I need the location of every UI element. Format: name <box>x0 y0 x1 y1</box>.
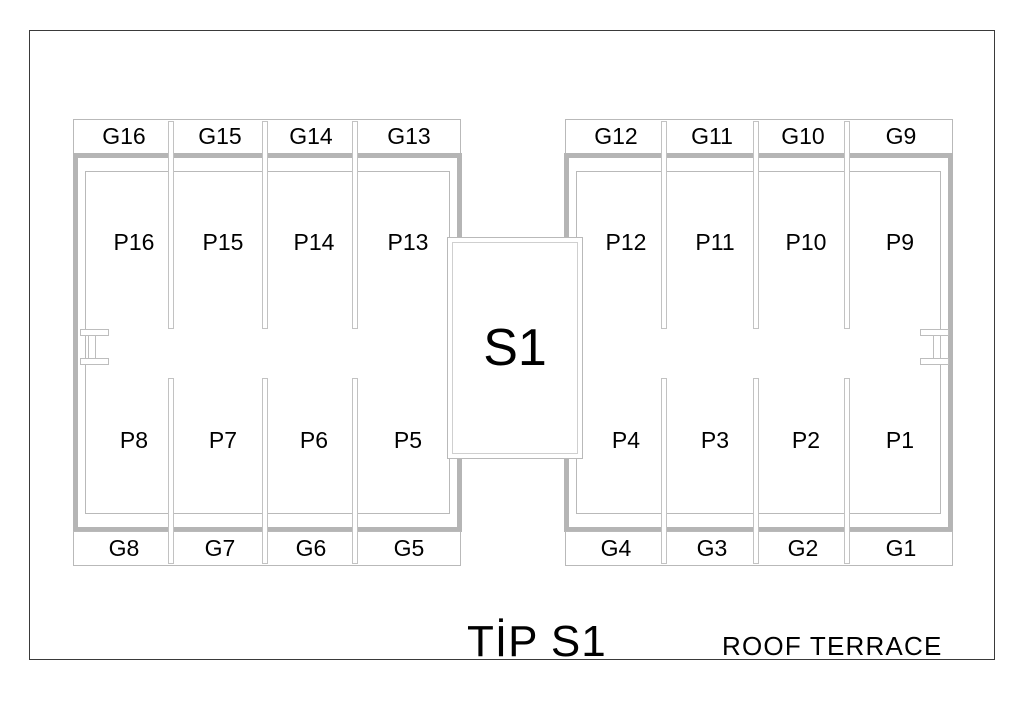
parking-label-p15: P15 <box>202 228 244 255</box>
parking-label-p3: P3 <box>700 426 730 453</box>
garage-label-g11: G11 <box>691 123 733 149</box>
right-divider-u1 <box>661 121 667 329</box>
left-divider-u2 <box>262 121 268 329</box>
garage-label-g5: G5 <box>393 535 425 561</box>
parking-label-p14: P14 <box>293 228 335 255</box>
parking-label-p6: P6 <box>299 426 329 453</box>
garage-label-g1: G1 <box>885 535 917 561</box>
left-wing: G16 G15 G14 G13 P16 P15 P14 P13 P8 P7 P6… <box>30 31 510 661</box>
right-divider-u2 <box>753 121 759 329</box>
left-column-marker <box>75 329 109 365</box>
parking-label-p12: P12 <box>605 228 647 255</box>
garage-label-g13: G13 <box>387 123 431 149</box>
garage-label-g9: G9 <box>885 123 917 149</box>
parking-label-p10: P10 <box>785 228 827 255</box>
left-divider-l3 <box>352 378 358 564</box>
left-divider-u1 <box>168 121 174 329</box>
garage-label-g14: G14 <box>289 123 333 149</box>
garage-label-g4: G4 <box>600 535 632 561</box>
garage-label-g8: G8 <box>108 535 140 561</box>
parking-label-p1: P1 <box>885 426 915 453</box>
parking-label-p9: P9 <box>885 228 915 255</box>
right-wing: G12 G11 G10 G9 P12 P11 P10 P9 P4 P3 P2 P… <box>516 31 996 661</box>
right-bottom-garage-strip <box>565 531 953 566</box>
garage-label-g15: G15 <box>198 123 242 149</box>
plan-subtitle: ROOF TERRACE <box>722 631 943 661</box>
garage-label-g3: G3 <box>696 535 728 561</box>
core-block-s1-label: S1 <box>483 319 547 377</box>
garage-label-g12: G12 <box>594 123 638 149</box>
right-outer-wall <box>948 153 953 532</box>
left-divider-u3 <box>352 121 358 329</box>
parking-label-p5: P5 <box>393 426 423 453</box>
parking-label-p2: P2 <box>791 426 821 453</box>
right-column-marker <box>920 329 954 365</box>
left-divider-l2 <box>262 378 268 564</box>
plan-title: TİP S1 <box>467 617 607 666</box>
parking-label-p7: P7 <box>208 426 238 453</box>
garage-label-g7: G7 <box>204 535 236 561</box>
parking-label-p11: P11 <box>695 228 735 255</box>
parking-label-p13: P13 <box>387 228 429 255</box>
right-divider-l2 <box>753 378 759 564</box>
right-divider-u3 <box>844 121 850 329</box>
core-block-s1-inner: S1 <box>452 242 578 454</box>
parking-label-p8: P8 <box>119 426 149 453</box>
left-outer-wall <box>73 153 78 532</box>
garage-label-g6: G6 <box>295 535 327 561</box>
parking-label-p16: P16 <box>113 228 155 255</box>
right-divider-l1 <box>661 378 667 564</box>
right-divider-l3 <box>844 378 850 564</box>
parking-label-p4: P4 <box>611 426 641 453</box>
core-block-s1: S1 <box>447 237 583 459</box>
left-divider-l1 <box>168 378 174 564</box>
drawing-frame: G16 G15 G14 G13 P16 P15 P14 P13 P8 P7 P6… <box>29 30 996 666</box>
garage-label-g2: G2 <box>787 535 819 561</box>
garage-label-g16: G16 <box>102 123 146 149</box>
garage-label-g10: G10 <box>781 123 825 149</box>
